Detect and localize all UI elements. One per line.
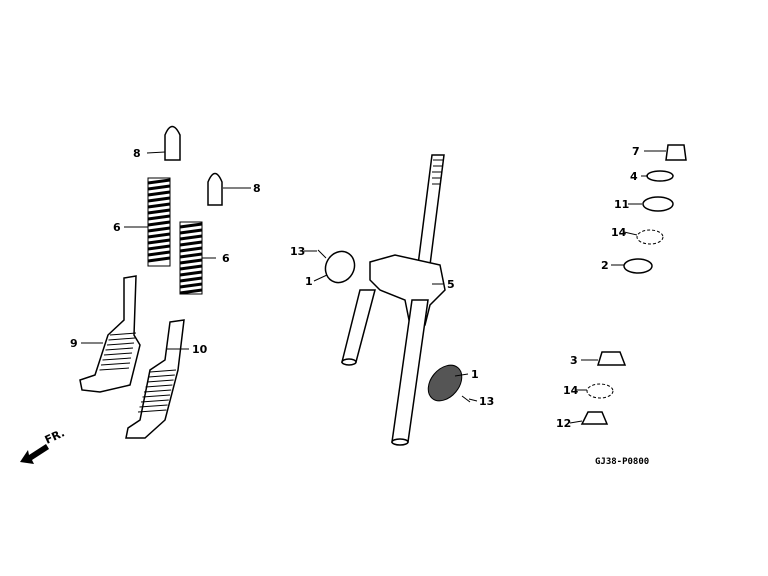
fork-slider-left	[79, 275, 141, 393]
callout-6: 6	[113, 221, 121, 234]
cover-bottom	[427, 364, 463, 402]
cover-top	[324, 250, 356, 284]
callout-11: 11	[614, 198, 629, 211]
fork-spring-right	[179, 221, 203, 295]
callout-14: 14	[611, 226, 627, 239]
callout-2: 2	[601, 259, 609, 272]
callout-12: 12	[556, 417, 571, 430]
steel-balls-bottom	[586, 383, 614, 399]
callout-13: 13	[290, 245, 305, 258]
leader-lines	[81, 150, 666, 424]
callout-4: 4	[630, 170, 638, 183]
callout-6: 6	[222, 252, 230, 265]
washer	[646, 170, 674, 182]
callout-7: 7	[632, 145, 640, 158]
bottom-cone	[596, 351, 627, 366]
front-arrow-label: FR.	[43, 426, 67, 446]
callout-9: 9	[70, 337, 78, 350]
callout-8: 8	[253, 182, 261, 195]
diagram-code: GJ38-P0800	[595, 457, 649, 467]
callout-3: 3	[570, 354, 578, 367]
callout-8: 8	[133, 147, 141, 160]
fork-spring-left	[147, 177, 171, 267]
callout-14: 14	[563, 384, 579, 397]
front-arrow-icon	[20, 444, 49, 464]
bolt-bottom	[461, 395, 471, 403]
lock-nut	[642, 196, 674, 212]
bottom-race	[580, 411, 609, 425]
top-race	[623, 258, 653, 274]
callout-5: 5	[447, 278, 455, 291]
fork-cap-left	[164, 125, 181, 161]
callout-1: 1	[471, 368, 479, 381]
callout-13: 13	[479, 395, 494, 408]
callout-10: 10	[192, 343, 208, 356]
steel-balls-top	[636, 229, 664, 245]
fork-cap-right	[207, 172, 223, 206]
top-nut	[665, 144, 687, 161]
callout-1: 1	[305, 275, 313, 288]
bolt-top	[317, 249, 327, 259]
steering-stem	[341, 154, 446, 446]
